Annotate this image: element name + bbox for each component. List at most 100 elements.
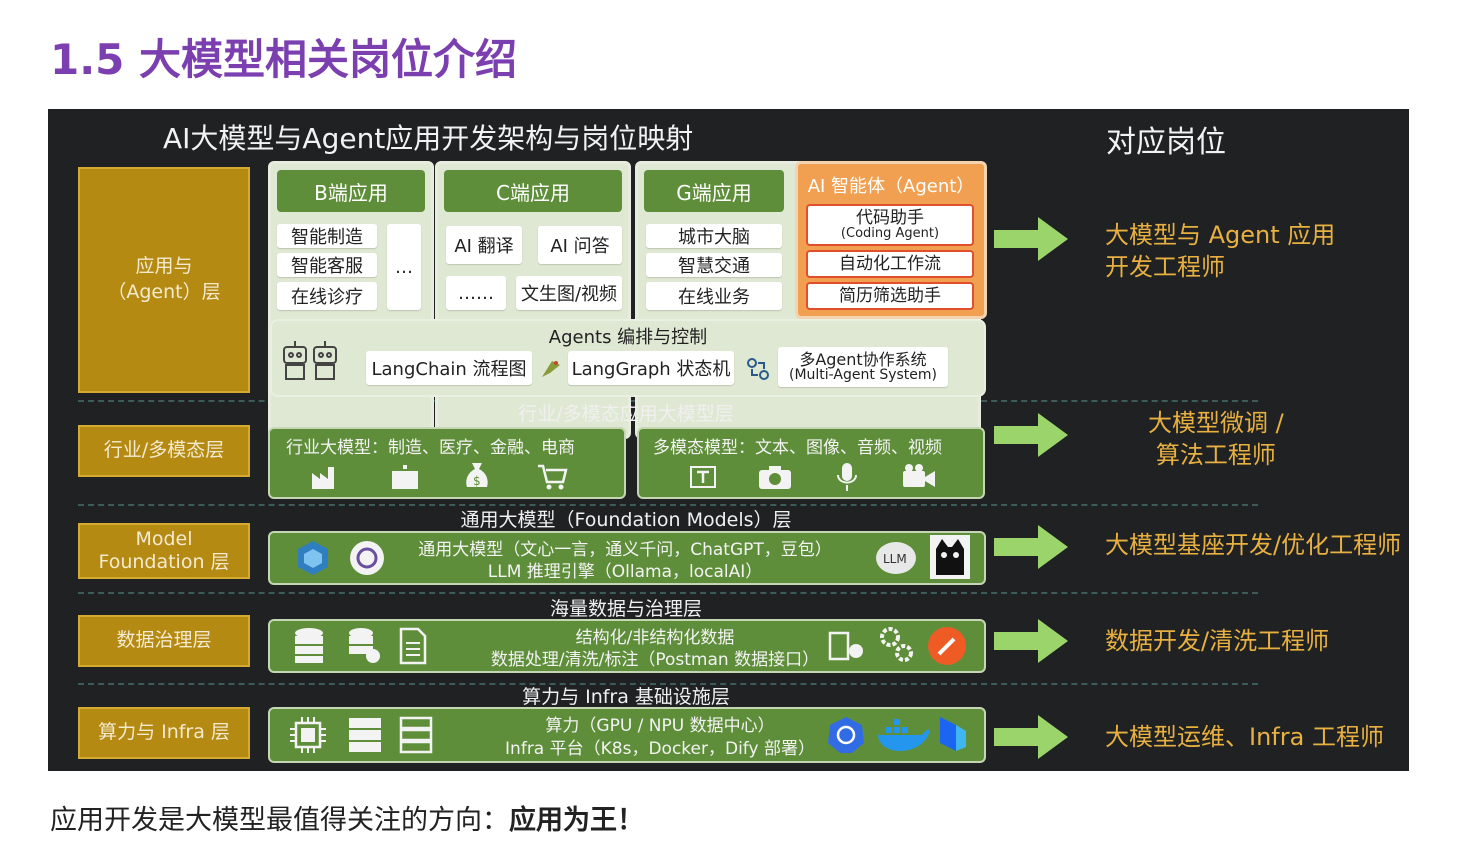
infra-line1: 算力（GPU / NPU 数据中心） (545, 716, 775, 736)
infra-layer-title: 算力与 Infra 基础设施层 (522, 686, 730, 708)
arrow-right-icon (994, 525, 1068, 569)
postman-icon (928, 627, 966, 665)
cat-icon (930, 535, 970, 579)
b-item-manufacturing: 智能制造 (277, 224, 377, 248)
role-finetune-engineer: 大模型微调 / 算法工程师 (1148, 409, 1284, 470)
multi-agent-chip: 多Agent协作系统 (Multi-Agent System) (778, 347, 948, 387)
arrow-right-icon (994, 217, 1068, 261)
langchain-chip: LangChain 流程图 (366, 351, 532, 385)
chatgpt-icon (350, 541, 384, 575)
agent-item-coding-sub: (Coding Agent) (840, 226, 940, 242)
c-item-translation: AI 翻译 (446, 226, 522, 264)
langgraph-chip: LangGraph 状态机 (568, 351, 734, 385)
svg-text:LLM: LLM (883, 552, 907, 566)
foundation-layer-title: 通用大模型（Foundation Models）层 (460, 509, 792, 531)
b-item-more: … (387, 224, 421, 310)
architecture-figure: AI大模型与Agent应用开发架构与岗位映射 对应岗位 应用与 （Agent）层… (48, 109, 1409, 771)
svg-text:$: $ (473, 474, 481, 488)
agent-header: AI 智能体（Agent） (807, 176, 975, 197)
section-heading: 1.5 大模型相关岗位介绍 (50, 35, 518, 84)
data-line2: 数据处理/清洗/标注（Postman 数据接口） (490, 650, 820, 670)
b-end-column: B端应用 智能制造 智能客服 在线诊疗 … (268, 161, 434, 439)
document-icon (399, 627, 427, 665)
role-infra-engineer: 大模型运维、Infra 工程师 (1105, 723, 1384, 751)
foundation-line1: 通用大模型（文心一言，通义千问，ChatGPT，豆包） (418, 540, 832, 560)
text-icon (690, 466, 716, 488)
robot-icon (283, 341, 337, 380)
multi-agent-sub: (Multi-Agent System) (789, 367, 937, 384)
data-line1: 结构化/非结构化数据 (575, 628, 735, 648)
caption-emphasis: 应用为王！ (509, 805, 644, 836)
workflow-icon (747, 358, 769, 380)
microphone-icon (837, 463, 857, 491)
label-data-layer: 数据治理层 (78, 615, 250, 667)
label-infra-layer: 算力与 Infra 层 (78, 707, 250, 759)
label-foundation-layer: Model Foundation 层 (78, 523, 250, 579)
industry-models-panel: 行业大模型：制造、医疗、金融、电商 $ (268, 427, 626, 499)
g-item-smart-traffic: 智慧交通 (646, 253, 782, 277)
g-item-city-brain: 城市大脑 (646, 224, 782, 248)
caption-text: 应用开发是大模型最值得关注的方向： (50, 805, 509, 836)
c-item-text-to-image: 文生图/视频 (516, 276, 622, 310)
camera-icon (759, 466, 791, 489)
label-industry-layer: 行业/多模态层 (78, 425, 250, 477)
database-icon (295, 628, 323, 663)
agent-column: AI 智能体（Agent） 代码助手 (Coding Agent) 自动化工作流… (795, 161, 987, 319)
parrot-icon (542, 361, 560, 377)
agent-item-coding-label: 代码助手 (856, 207, 924, 228)
kubernetes-icon (828, 717, 864, 753)
data-panel: 结构化/非结构化数据 数据处理/清洗/标注（Postman 数据接口） (268, 619, 986, 673)
g-end-header: G端应用 (644, 170, 784, 212)
arrow-right-icon (994, 715, 1068, 759)
label-app-layer: 应用与 （Agent）层 (78, 167, 250, 393)
multi-agent-label: 多Agent协作系统 (799, 349, 927, 369)
data-layer-title: 海量数据与治理层 (549, 598, 702, 620)
video-camera-icon (903, 464, 935, 487)
foundation-line2: LLM 推理引擎（Ollama，localAI） (487, 562, 763, 582)
b-item-customer-service: 智能客服 (277, 253, 377, 277)
role-data-engineer: 数据开发/清洗工程师 (1105, 627, 1330, 655)
factory-icon (312, 467, 334, 489)
model-logo-icon (298, 541, 328, 575)
multimodal-models-panel: 多模态模型：文本、图像、音频、视频 (637, 427, 985, 499)
c-end-column: C端应用 AI 翻译 AI 问答 …… 文生图/视频 (435, 161, 631, 439)
gears-icon (880, 627, 913, 662)
role-foundation-engineer: 大模型基座开发/优化工程师 (1105, 531, 1402, 559)
infra-line2: Infra 平台（K8s，Docker，Dify 部署） (505, 739, 815, 759)
separator-line (78, 683, 1258, 685)
industry-layer-title: 行业/多模态应用大模型层 (518, 403, 734, 425)
docker-icon (878, 719, 930, 751)
arrow-right-icon (994, 413, 1068, 457)
c-item-ellipsis: …… (446, 276, 506, 310)
c-end-header: C端应用 (444, 170, 622, 212)
gpu-chip-icon (290, 717, 326, 753)
orchestration-title: Agents 编排与控制 (548, 327, 708, 348)
b-end-header: B端应用 (277, 170, 425, 212)
orchestration-panel: Agents 编排与控制 LangChain 流程图 LangGraph 状态机… (270, 319, 986, 397)
industry-models-text: 行业大模型：制造、医疗、金融、电商 (286, 438, 575, 458)
separator-line (78, 504, 1258, 506)
figure-title: AI大模型与Agent应用开发架构与岗位映射 (163, 122, 694, 155)
c-item-qa: AI 问答 (538, 226, 622, 264)
caption: 应用开发是大模型最值得关注的方向：应用为王！ (50, 798, 644, 837)
b-item-online-diagnosis: 在线诊疗 (277, 282, 377, 310)
foundation-panel: 通用大模型（文心一言，通义千问，ChatGPT，豆包） LLM 推理引擎（Oll… (268, 531, 986, 585)
shopping-cart-icon (538, 464, 568, 490)
money-bag-icon: $ (466, 463, 488, 488)
data-flow-icon (828, 631, 863, 661)
llm-brain-icon: LLM (876, 542, 916, 574)
role-app-engineer: 大模型与 Agent 应用 开发工程师 (1105, 221, 1336, 282)
database-settings-icon (349, 628, 380, 663)
roles-title: 对应岗位 (1106, 125, 1226, 160)
g-item-online-business: 在线业务 (646, 282, 782, 310)
multimodal-models-text: 多模态模型：文本、图像、音频、视频 (653, 438, 942, 458)
agent-item-resume: 简历筛选助手 (806, 282, 974, 310)
dify-icon (940, 717, 966, 751)
arrow-right-icon (994, 619, 1068, 663)
infra-panel: 算力（GPU / NPU 数据中心） Infra 平台（K8s，Docker，D… (268, 707, 986, 763)
agent-item-coding: 代码助手 (Coding Agent) (806, 204, 974, 246)
agent-item-workflow: 自动化工作流 (806, 250, 974, 278)
separator-line (78, 592, 1258, 594)
server-icon (349, 718, 381, 752)
hospital-icon (392, 465, 418, 489)
